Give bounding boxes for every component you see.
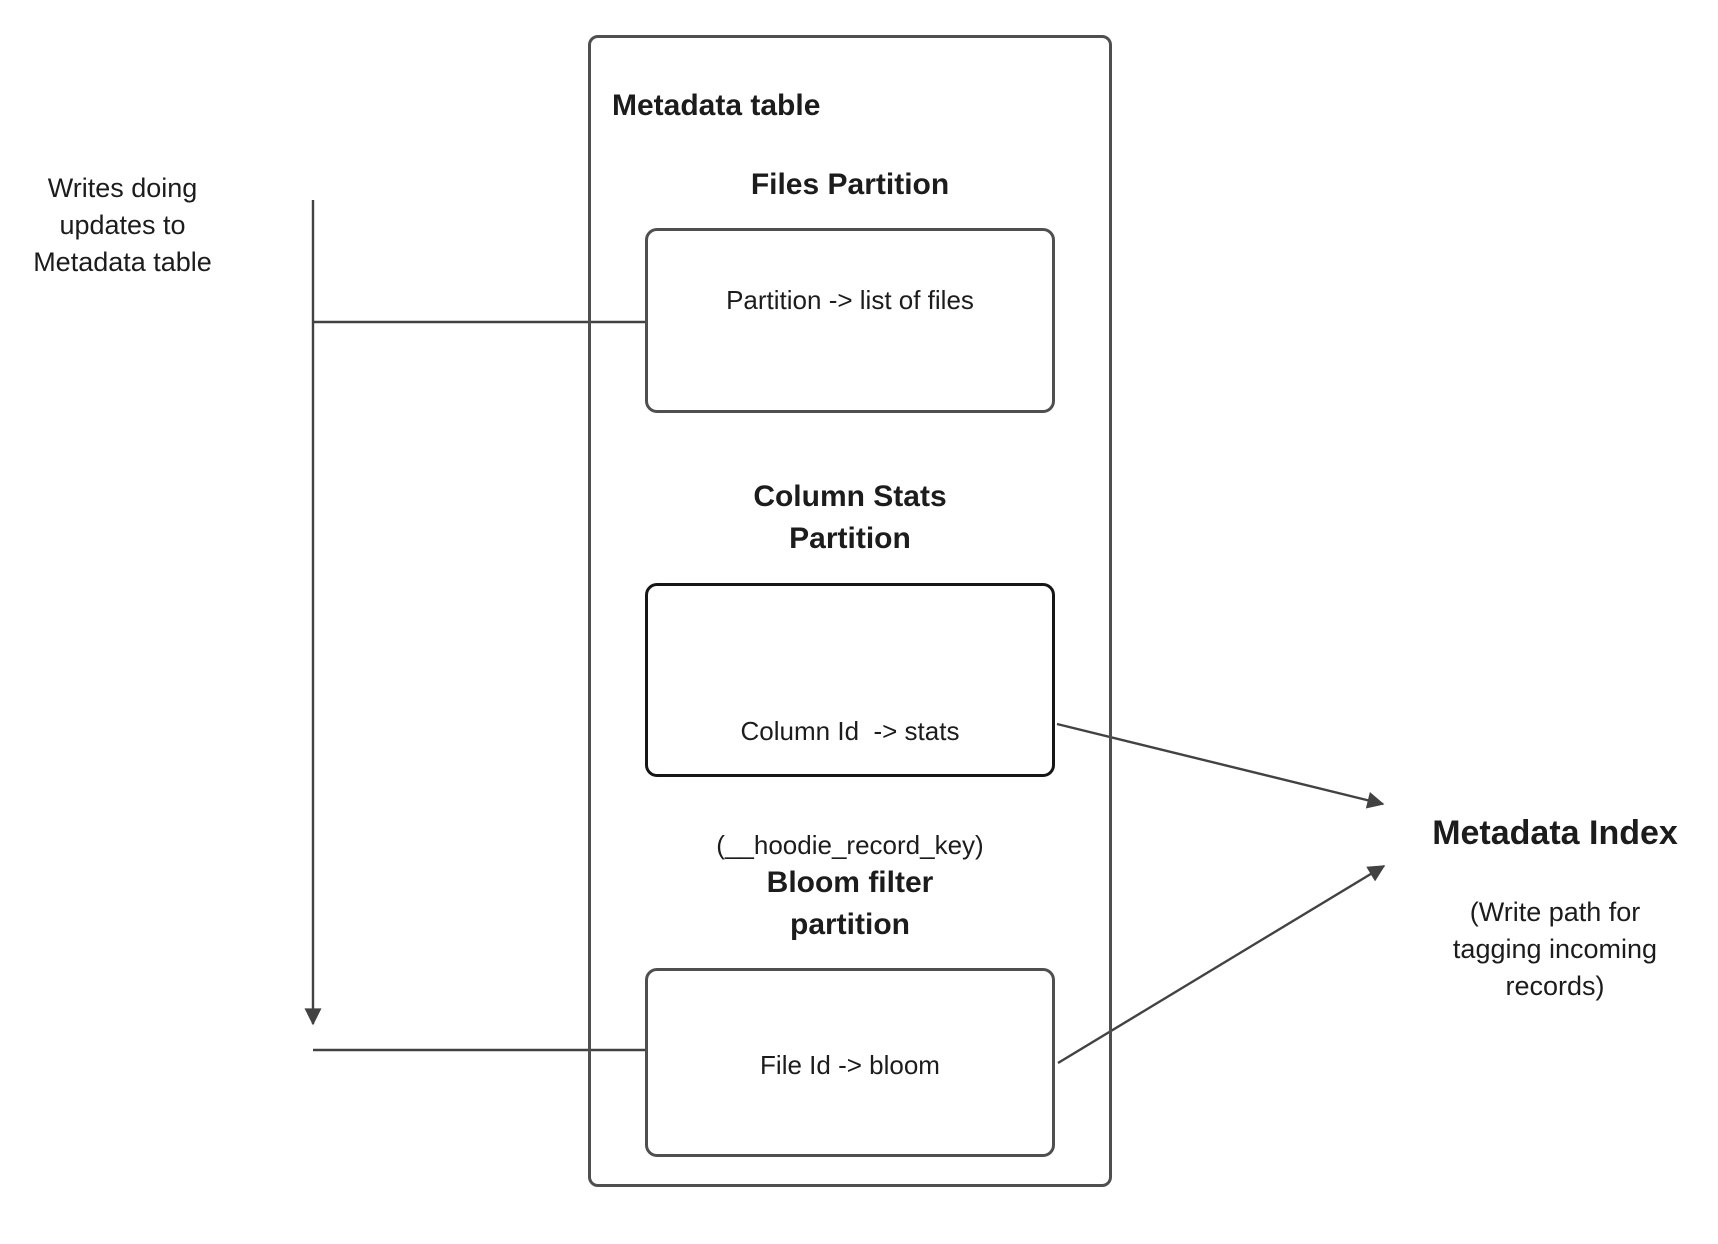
column-stats-partition-heading: Column Stats Partition [645, 476, 1055, 560]
writes-note-line: updates to [59, 210, 186, 240]
column-stats-partition-box [645, 583, 1055, 777]
bloom-filter-heading-line: partition [790, 908, 910, 941]
column-stats-mapping-line: (__hoodie_record_key) [716, 830, 984, 860]
bloom-filter-partition-box [645, 968, 1055, 1157]
bloom-to-index-arrow [1057, 864, 1386, 1065]
column-stats-heading-line: Column Stats [753, 480, 947, 513]
writes-note-line: Writes doing [47, 173, 198, 203]
metadata-table-title: Metadata table [612, 89, 821, 122]
metadata-table-container [588, 35, 1112, 1187]
writes-note-line: Metadata table [33, 247, 212, 277]
bloom-filter-partition-heading: Bloom filter partition [645, 862, 1055, 946]
bloom-filter-mapping: File Id -> bloom [760, 1050, 940, 1080]
column-stats-mapping: Column Id -> stats (__hoodie_record_key) [645, 636, 1055, 940]
metadata-index-subtitle-line: (Write path for [1469, 897, 1641, 927]
column-stats-mapping-line: Column Id -> stats [740, 716, 960, 746]
writes-note: Writes doing updates to Metadata table [5, 170, 240, 281]
column-stats-heading-line: Partition [789, 522, 911, 555]
metadata-index-subtitle-line: tagging incoming [1452, 934, 1658, 964]
files-partition-mapping: Partition -> list of files [726, 285, 974, 315]
files-partition-box [645, 228, 1055, 413]
metadata-index-subtitle-line: records) [1505, 971, 1605, 1001]
metadata-index-title: Metadata Index [1432, 814, 1678, 852]
files-partition-heading: Files Partition [750, 168, 950, 201]
metadata-index-subtitle: (Write path for tagging incoming records… [1405, 894, 1705, 1005]
bloom-filter-heading-line: Bloom filter [766, 866, 934, 899]
